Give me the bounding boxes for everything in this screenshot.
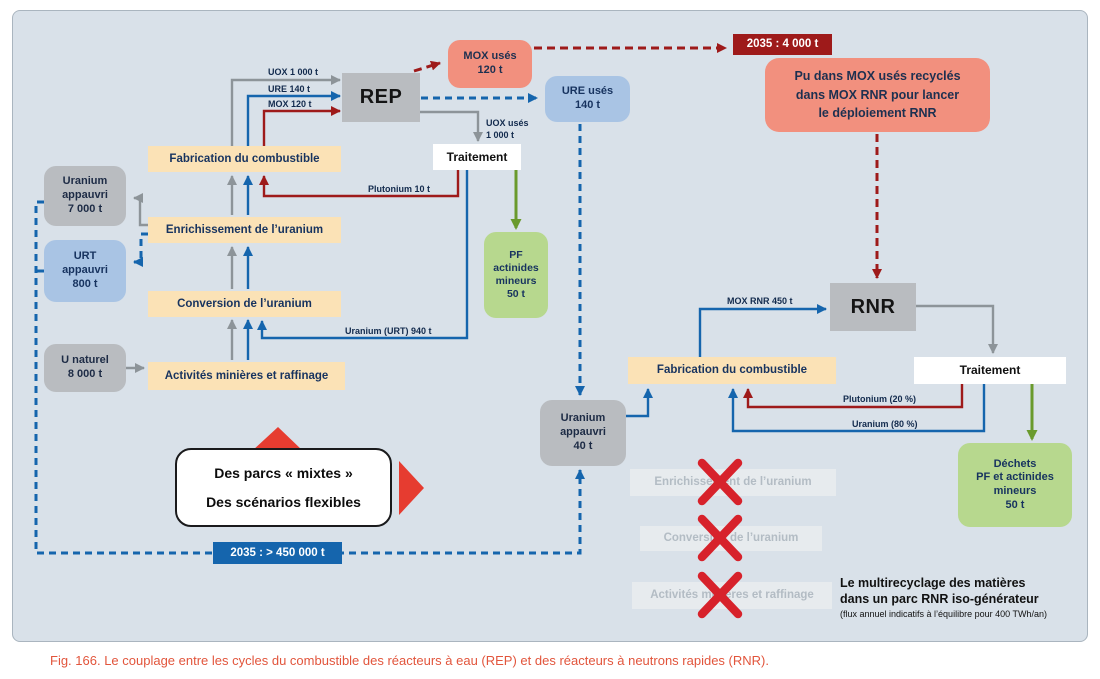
rnr-conversion-disabled-box: Conversion de l’uranium [640,526,822,551]
rep-traitement-box: Traitement [433,144,521,170]
uranium-appauvri-7000-box: Uranium appauvri 7 000 t [44,166,126,226]
ure-uses-box: URE usés 140 t [545,76,630,122]
flow-label-uox: UOX 1 000 t [268,67,319,77]
urt-appauvri-box: URT appauvri 800 t [44,240,126,302]
multirecyclage-note: Le multirecyclage des matières dans un p… [840,576,1085,619]
flow-label-uox-uses: UOX usés 1 000 t [486,118,529,140]
rnr-enrichissement-disabled-box: Enrichissement de l’uranium [630,469,836,496]
u-naturel-box: U naturel 8 000 t [44,344,126,392]
rep-conversion-box: Conversion de l’uranium [148,291,341,317]
uranium-appauvri-40-box: Uranium appauvri 40 t [540,400,626,466]
rnr-traitement-box: Traitement [914,357,1066,384]
rep-fabrication-box: Fabrication du combustible [148,146,341,172]
dechets-box: Déchets PF et actinides mineurs 50 t [958,443,1072,527]
rnr-reactor-box: RNR [830,283,916,331]
mox-2035-tag: 2035 : 4 000 t [733,34,832,55]
rep-reactor-box: REP [342,73,420,122]
note-line-2: dans un parc RNR iso-générateur [840,591,1039,606]
figure-caption: Fig. 166. Le couplage entre les cycles d… [50,653,769,668]
flow-label-ure: URE 140 t [268,84,311,94]
flow-label-urt940: Uranium (URT) 940 t [345,326,432,336]
rnr-mines-disabled-box: Activités minières et raffinage [632,582,832,609]
mox-uses-box: MOX usés 120 t [448,40,532,88]
flow-label-plutonium20: Plutonium (20 %) [843,394,917,404]
flow-label-plutonium10: Plutonium 10 t [368,184,431,194]
u-2035-tag: 2035 : > 450 000 t [213,542,342,564]
flow-label-mox: MOX 120 t [268,99,312,109]
rep-mines-box: Activités minières et raffinage [148,362,345,390]
scenario-line-2: Des scénarios flexibles [206,493,361,510]
scenario-line-1: Des parcs « mixtes » [214,464,353,481]
pf-actinides-box: PF actinides mineurs 50 t [484,232,548,318]
rnr-fabrication-box: Fabrication du combustible [628,357,836,384]
pu-note-box: Pu dans MOX usés recyclés dans MOX RNR p… [765,58,990,132]
rep-enrichissement-box: Enrichissement de l’uranium [148,217,341,243]
note-line-3: (flux annuel indicatifs à l’équilibre po… [840,609,1047,620]
flow-label-uranium80: Uranium (80 %) [852,419,918,429]
scenario-box: Des parcs « mixtes » Des scénarios flexi… [175,448,392,527]
note-line-1: Le multirecyclage des matières [840,576,1026,590]
flow-label-moxrnr450: MOX RNR 450 t [727,296,793,306]
